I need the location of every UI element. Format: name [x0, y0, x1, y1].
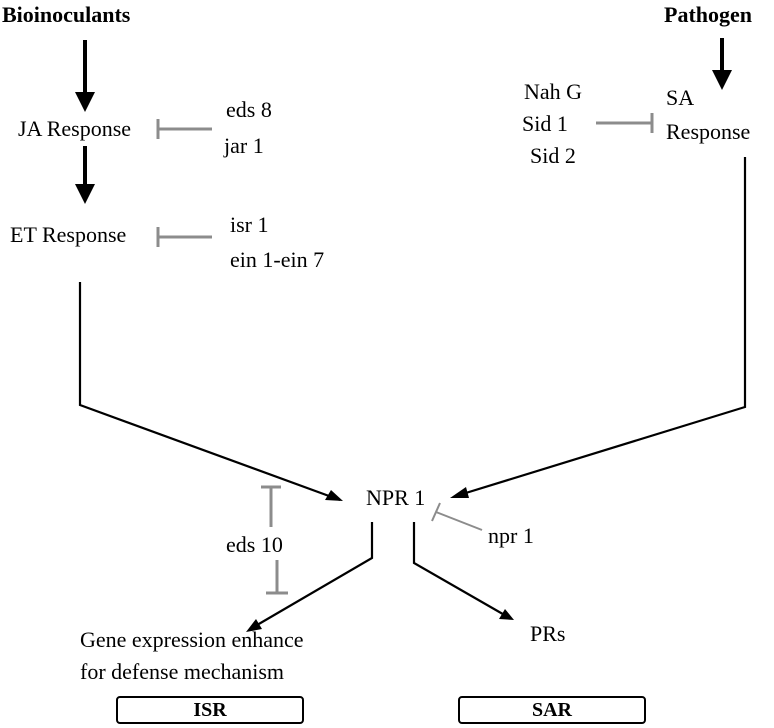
eds8-label: eds 8 — [226, 97, 272, 122]
sa-label-line1: SA — [666, 85, 695, 110]
bioinoculants-label: Bioinoculants — [2, 2, 131, 27]
arrow-bioinoculants-to-ja — [75, 40, 95, 112]
nahg-label: Nah G — [524, 79, 583, 104]
arrow-npr1-to-prs — [412, 522, 514, 620]
npr1-mutant-label: npr 1 — [488, 523, 534, 548]
inhibit-eds10 — [261, 485, 288, 595]
inhibit-npr1 — [431, 502, 483, 531]
npr1-label: NPR 1 — [366, 485, 426, 510]
arrow-ja-to-et — [75, 146, 95, 204]
isr-box: ISR — [116, 696, 304, 724]
gene-expression-line2: for defense mechanism — [80, 659, 285, 684]
inhibit-et-response — [156, 227, 212, 247]
sar-box: SAR — [458, 696, 646, 724]
et-response-label: ET Response — [10, 222, 127, 247]
pathogen-label: Pathogen — [664, 2, 752, 27]
arrow-npr1-to-gene — [246, 522, 374, 632]
jar1-label: jar 1 — [224, 133, 264, 158]
gene-expression-line1: Gene expression enhance — [80, 627, 304, 652]
ein-label: ein 1-ein 7 — [230, 247, 325, 272]
arrow-et-to-npr1 — [78, 282, 343, 502]
arrow-sa-to-npr1 — [450, 157, 747, 498]
eds10-label: eds 10 — [226, 532, 283, 557]
ja-response-label: JA Response — [18, 116, 132, 141]
inhibit-sa-response — [596, 113, 654, 133]
sa-label-line2: Response — [666, 119, 751, 144]
sid2-label: Sid 2 — [530, 143, 576, 168]
sid1-label: Sid 1 — [522, 111, 568, 136]
isr1-label: isr 1 — [230, 212, 269, 237]
inhibit-ja-response — [156, 119, 212, 139]
arrow-pathogen-to-sa — [712, 38, 732, 90]
prs-label: PRs — [530, 621, 566, 646]
